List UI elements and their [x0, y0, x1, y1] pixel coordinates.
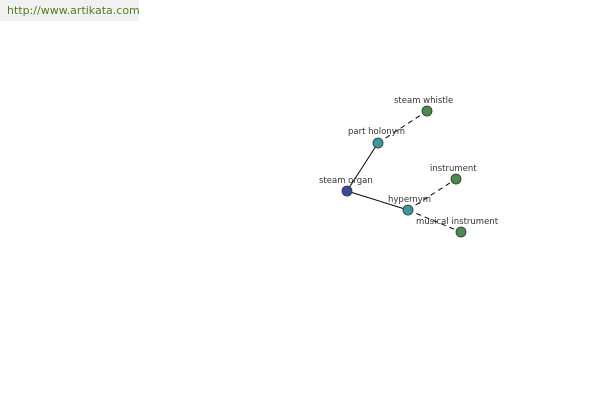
node-steam-whistle	[421, 105, 433, 117]
node-instrument	[450, 173, 462, 185]
node-part-holonym	[372, 137, 384, 149]
nodes-layer: steam organ part holonym hypernym steam whi…	[319, 96, 499, 238]
node-hypernym	[402, 204, 414, 216]
edge-steam-organ-to-part-holonym	[346, 142, 379, 192]
node-label-instrument: instrument	[430, 164, 477, 174]
node-label-hypernym: hypernym	[388, 195, 431, 205]
node-label-steam-whistle: steam whistle	[394, 96, 453, 106]
edge-part-holonym-to-steam-whistle	[377, 110, 428, 144]
edge-steam-organ-to-hypernym	[346, 190, 409, 211]
node-label-steam-organ: steam organ	[319, 176, 373, 186]
edges-layer	[346, 110, 462, 233]
artikata-url-link[interactable]: http://www.artikata.com	[0, 0, 140, 21]
edge-hypernym-to-musical-instrument	[407, 209, 462, 233]
node-label-part-holonym: part holonym	[348, 127, 405, 137]
edge-hypernym-to-instrument	[407, 178, 457, 211]
node-steam-organ	[341, 185, 353, 197]
node-label-musical-instrument: musical instrument	[416, 217, 499, 227]
node-musical-instrument	[455, 226, 467, 238]
